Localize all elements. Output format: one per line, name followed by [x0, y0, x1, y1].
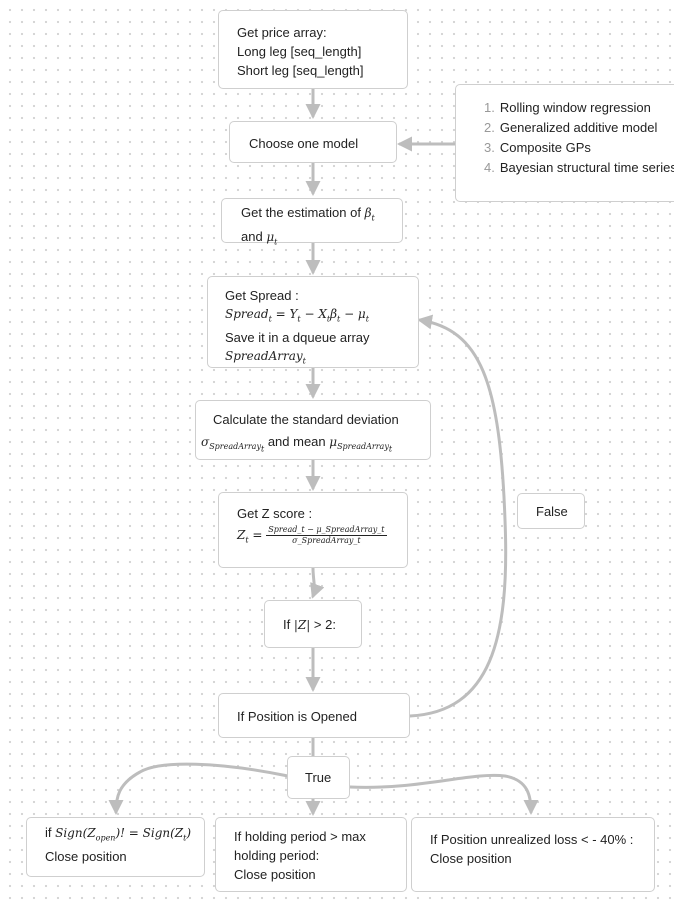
spread-formula: Spreadt = Yt − Xtβt − μt: [225, 307, 369, 324]
mu-symbol: μt: [266, 230, 278, 247]
loss-line-1: If Position unrealized loss < - 40% :: [430, 832, 634, 847]
edge-zscore-to-condition: [310, 566, 325, 599]
false-label-node[interactable]: False: [517, 493, 585, 529]
estimation-node[interactable]: Get the estimation of βt and μt: [221, 198, 403, 247]
zscore-threshold-node[interactable]: If |Z| > 2:: [264, 600, 362, 648]
edge-false-loop: [408, 314, 508, 718]
model-item: 4.Bayesian structural time series: [484, 160, 674, 175]
zscore-node[interactable]: Get Z score : Zt = Spread_t − μ_SpreadAr…: [218, 492, 408, 568]
price-line-2: Long leg [seq_length]: [237, 44, 362, 59]
model-item: 2.Generalized additive model: [484, 120, 658, 135]
condition-text: If |Z| > 2:: [283, 617, 336, 632]
false-label: False: [536, 504, 568, 519]
model-item: 1.Rolling window regression: [484, 100, 651, 115]
estimation-line-2: and μt: [241, 229, 278, 247]
true-label-node[interactable]: True: [287, 756, 350, 799]
holding-line-2: holding period:: [234, 848, 320, 863]
position-opened-label: If Position is Opened: [237, 709, 357, 724]
true-label: True: [305, 770, 332, 785]
stddev-line-1: Calculate the standard deviation: [213, 412, 399, 427]
estimation-line-1: Get the estimation of βt: [241, 205, 375, 223]
edge-true-to-loss: [348, 773, 539, 815]
loss-line-2: Close position: [430, 851, 512, 866]
holding-line-1: If holding period > max: [234, 829, 366, 844]
choose-model-node[interactable]: Choose one model: [229, 121, 397, 163]
sign-change-node[interactable]: if Sign(Zopen)! = Sign(Zt) Close positio…: [26, 817, 205, 877]
model-list: 1.Rolling window regression 2.Generalize…: [484, 98, 674, 178]
choose-model-label: Choose one model: [249, 136, 359, 151]
zscore-title: Get Z score :: [237, 506, 313, 521]
holding-period-node[interactable]: If holding period > max holding period: …: [215, 817, 407, 892]
edge-true-to-sign: [108, 762, 290, 815]
model-list-node[interactable]: 1.Rolling window regression 2.Generalize…: [455, 84, 674, 202]
beta-symbol: βt: [364, 206, 375, 223]
sign-close-position: Close position: [45, 849, 127, 865]
mean-symbol: μSpreadArrayt: [329, 435, 393, 454]
price-line-3: Short leg [seq_length]: [237, 63, 364, 78]
stddev-line-2: σSpreadArrayt and mean μSpreadArrayt: [201, 434, 393, 454]
stddev-node[interactable]: Calculate the standard deviation σSpread…: [195, 400, 431, 460]
unrealized-loss-node[interactable]: If Position unrealized loss < - 40% : Cl…: [411, 817, 655, 892]
sign-condition: if Sign(Zopen)! = Sign(Zt): [45, 825, 192, 843]
get-spread-node[interactable]: Get Spread : Spreadt = Yt − Xtβt − μt Sa…: [207, 276, 419, 368]
model-item: 3.Composite GPs: [484, 140, 591, 155]
spread-save-text: Save it in a dqueue array: [225, 330, 370, 346]
holding-line-3: Close position: [234, 867, 316, 882]
position-opened-node[interactable]: If Position is Opened: [218, 693, 410, 738]
spread-array-name: SpreadArrayt: [225, 349, 306, 366]
spread-title: Get Spread :: [225, 288, 299, 303]
sigma-symbol: σSpreadArrayt: [201, 435, 265, 454]
get-price-array-node[interactable]: Get price array: Long leg [seq_length] S…: [218, 10, 408, 89]
price-line-1: Get price array:: [237, 25, 327, 40]
